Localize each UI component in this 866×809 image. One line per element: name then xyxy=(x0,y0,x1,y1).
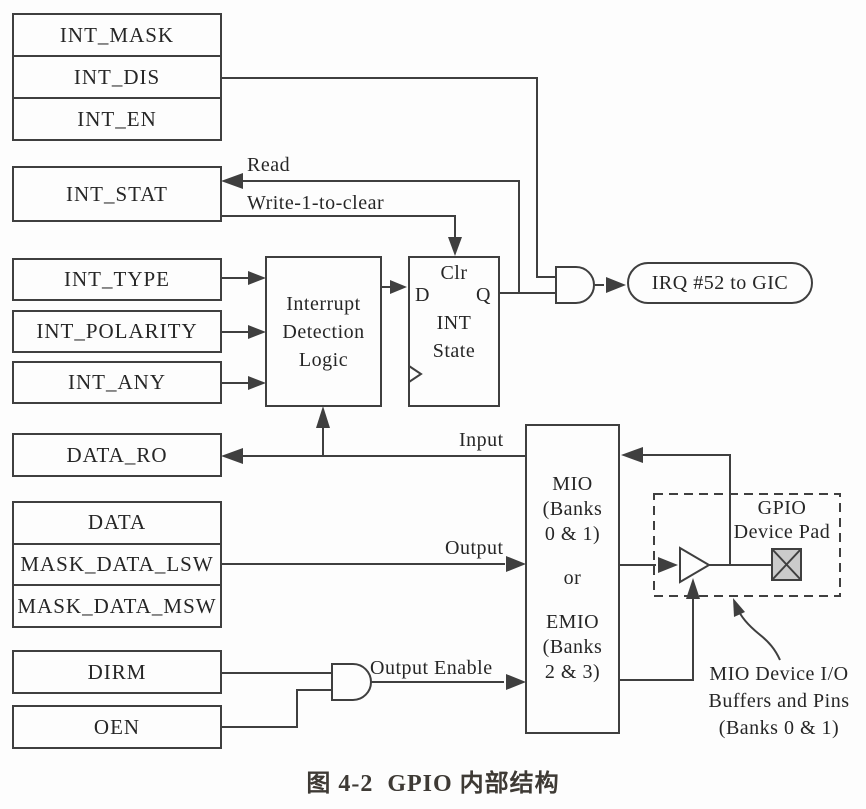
read-label: Read xyxy=(247,154,291,176)
output-buffer-triangle xyxy=(679,546,711,584)
pad-x-mark xyxy=(771,548,802,581)
write-1-to-clear-label: Write-1-to-clear xyxy=(247,192,385,214)
register-dirm: DIRM xyxy=(12,650,222,694)
output-enable-arrowhead xyxy=(506,674,526,690)
figure-caption: 图 4-2 GPIO 内部结构 xyxy=(306,771,560,797)
register-int-polarity: INT_POLARITY xyxy=(12,310,222,353)
annotation-arrowhead xyxy=(733,598,745,617)
mio-line-emio: EMIO xyxy=(545,611,600,633)
irq-arrowhead xyxy=(606,277,626,293)
ff-d-input-label: D xyxy=(415,284,430,306)
enable-arrowhead xyxy=(686,578,700,599)
int-type-arrowhead xyxy=(248,271,266,285)
wire-oen xyxy=(220,689,332,728)
dashed-io-buffer-box xyxy=(653,493,841,597)
clock-wedge-icon xyxy=(408,365,423,383)
mio-line-2: (Banks xyxy=(542,498,603,520)
register-mask-data-msw: MASK_DATA_MSW xyxy=(14,584,220,626)
register-mask-data-lsw: MASK_DATA_LSW xyxy=(14,542,220,585)
mio-line-6: 2 & 3) xyxy=(544,661,601,683)
gpio-pad-line-1: GPIO xyxy=(757,497,807,519)
mio-input-arrowhead xyxy=(621,447,643,463)
register-int-en: INT_EN xyxy=(14,97,220,139)
buffer-arrowhead xyxy=(658,557,678,573)
output-arrowhead xyxy=(506,556,526,572)
annotation-line-1: MIO Device I/O xyxy=(709,663,849,685)
input-label: Input xyxy=(459,429,504,451)
register-oen: OEN xyxy=(12,705,222,749)
ff-clr-label: Clr xyxy=(440,262,468,284)
register-int-type: INT_TYPE xyxy=(12,258,222,301)
idl-line-2: Detection xyxy=(282,320,365,343)
register-int-stat: INT_STAT xyxy=(12,166,222,222)
wire-pad-to-mio-input xyxy=(641,454,731,565)
register-int-any: INT_ANY xyxy=(12,361,222,404)
mio-line-5: (Banks xyxy=(542,636,603,658)
mio-emio-mux-block: MIO (Banks 0 & 1) or EMIO (Banks 2 & 3) xyxy=(525,424,620,734)
annotation-line-2: Buffers and Pins xyxy=(708,690,850,712)
data-ro-arrowhead xyxy=(221,448,243,464)
mio-line-or: or xyxy=(563,567,582,589)
gpio-pad-line-2: Device Pad xyxy=(733,521,831,543)
register-block-data-group: DATA MASK_DATA_LSW MASK_DATA_MSW xyxy=(12,501,222,628)
int-polarity-arrowhead xyxy=(248,325,266,339)
write-clear-arrowhead xyxy=(448,237,462,256)
read-arrowhead xyxy=(221,173,243,189)
int-any-arrowhead xyxy=(248,376,266,390)
idl-to-d-arrowhead xyxy=(390,280,407,294)
output-enable-label: Output Enable xyxy=(370,657,493,679)
register-int-dis: INT_DIS xyxy=(14,55,220,97)
irq-output-node: IRQ #52 to GIC xyxy=(627,262,813,304)
register-block-int-group: INT_MASK INT_DIS INT_EN xyxy=(12,13,222,141)
register-data: DATA xyxy=(87,510,147,535)
output-enable-and-gate xyxy=(331,663,372,701)
ff-q-output-label: Q xyxy=(476,284,491,306)
wire-enable-to-buffer xyxy=(619,594,694,681)
output-label: Output xyxy=(445,537,504,559)
wire-write-clear xyxy=(220,215,456,250)
int-state-flipflop: Clr D Q INT State xyxy=(408,256,500,407)
mio-line-3: 0 & 1) xyxy=(544,523,601,545)
ff-name-line-1: INT xyxy=(436,312,472,334)
register-int-mask: INT_MASK xyxy=(59,22,175,47)
idl-line-3: Logic xyxy=(298,348,349,371)
mio-line-1: MIO xyxy=(552,473,593,495)
ff-name-line-2: State xyxy=(432,340,476,362)
register-data-ro: DATA_RO xyxy=(12,433,222,477)
annotation-arrow xyxy=(735,605,781,661)
irq-and-gate xyxy=(555,266,595,304)
mio-buffers-annotation: MIO Device I/O Buffers and Pins (Banks 0… xyxy=(698,661,860,742)
wire-read xyxy=(241,180,520,292)
annotation-line-3: (Banks 0 & 1) xyxy=(718,717,840,739)
idl-line-1: Interrupt xyxy=(286,292,361,315)
wire-int-dis-to-and xyxy=(220,77,556,278)
interrupt-detection-logic-block: Interrupt Detection Logic xyxy=(265,256,382,407)
idl-input-arrowhead xyxy=(316,406,330,428)
gpio-device-pad-label: GPIO Device Pad xyxy=(724,496,840,544)
